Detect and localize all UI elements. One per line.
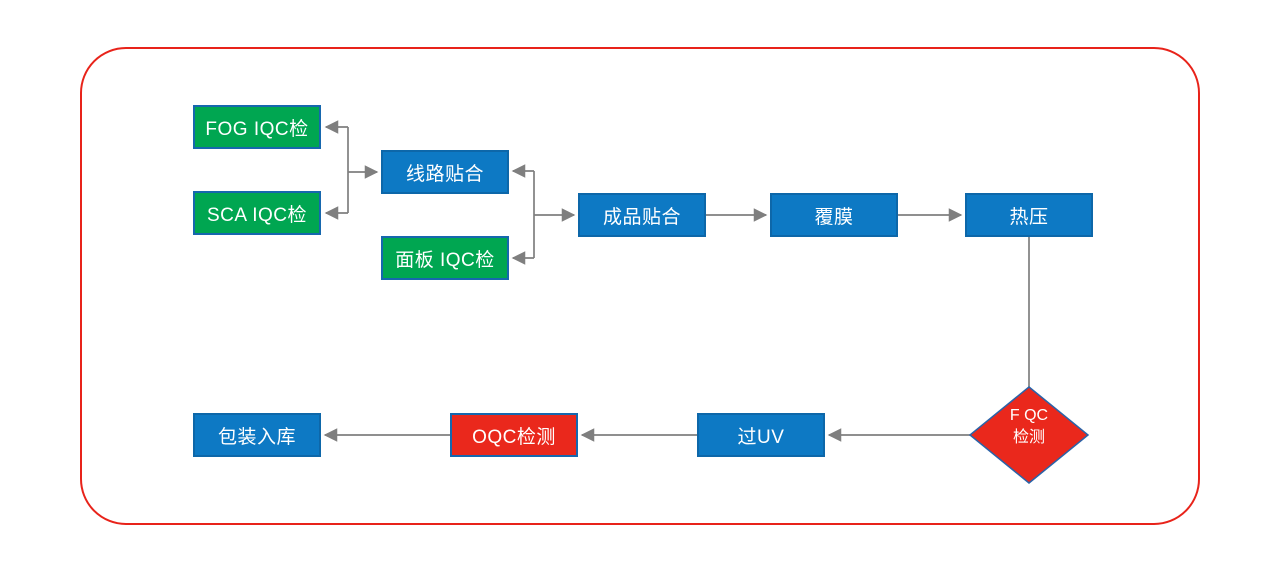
node-sca-iqc-label: SCA IQC检	[206, 204, 308, 226]
node-mianban-iqc: 面板 IQC检	[381, 236, 509, 280]
node-guo-uv: 过UV	[697, 413, 825, 457]
node-xianlu-tiehe: 线路贴合	[381, 150, 509, 194]
red-rounded-frame	[80, 47, 1200, 525]
node-fumo-label: 覆膜	[814, 206, 854, 228]
node-baozhuang-ruku-label: 包装入库	[217, 426, 296, 448]
node-chengpin-tiehe-label: 成品贴合	[602, 206, 681, 228]
node-sca-iqc: SCA IQC检	[193, 191, 321, 235]
fqc-diamond-shape	[968, 386, 1090, 484]
node-baozhuang-ruku: 包装入库	[193, 413, 321, 457]
node-mianban-iqc-label: 面板 IQC检	[395, 249, 495, 271]
node-oqc-jiance: OQC检测	[450, 413, 578, 457]
node-chengpin-tiehe: 成品贴合	[578, 193, 706, 237]
node-guo-uv-label: 过UV	[737, 426, 785, 448]
node-reya-label: 热压	[1009, 206, 1049, 228]
node-fog-iqc-label: FOG IQC检	[205, 118, 309, 140]
node-xianlu-tiehe-label: 线路贴合	[405, 163, 484, 185]
node-reya: 热压	[965, 193, 1093, 237]
node-fumo: 覆膜	[770, 193, 898, 237]
node-fog-iqc: FOG IQC检	[193, 105, 321, 149]
node-oqc-jiance-label: OQC检测	[472, 426, 556, 448]
